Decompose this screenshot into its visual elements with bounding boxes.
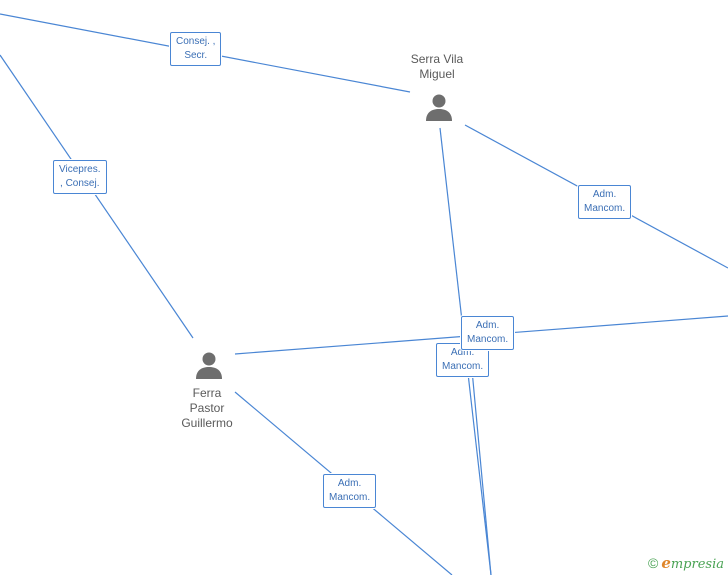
relation-label-line: Consej. , — [176, 36, 216, 47]
relation-label-line: Mancom. — [584, 203, 626, 214]
relation-label-adm-mancom[interactable]: Adm. Mancom. — [461, 316, 515, 350]
relation-label-line: Secr. — [184, 50, 208, 61]
relation-label-adm-mancom[interactable]: Adm. Mancom. — [578, 185, 632, 219]
relation-label-line: Mancom. — [467, 334, 509, 345]
person-node-serra[interactable]: Serra Vila Miguel — [382, 52, 492, 82]
person-icon[interactable] — [194, 350, 224, 380]
relation-label-line: Adm. — [450, 347, 475, 358]
logo-initial: e — [661, 554, 671, 572]
relation-label-line: Adm. — [337, 478, 362, 489]
edge-mid-to-bottom — [471, 369, 492, 575]
relation-label-line: , Consej. — [60, 178, 100, 189]
relation-label-line: Mancom. — [329, 492, 371, 503]
relation-label-line: Adm. — [592, 189, 617, 200]
relation-label-consej-secr[interactable]: Consej. , Secr. — [170, 32, 222, 66]
relation-label-line: Adm. — [475, 320, 500, 331]
person-name-line: Ferra — [192, 386, 222, 400]
person-name-line: Guillermo — [181, 416, 233, 430]
person-name-line: Pastor — [189, 401, 225, 415]
logo-rest: mpresia — [670, 557, 724, 572]
relation-label-vicepres-consej[interactable]: Vicepres. , Consej. — [53, 160, 107, 194]
relation-label-line: Vicepres. — [59, 164, 101, 175]
relation-label-adm-mancom[interactable]: Adm. Mancom. — [323, 474, 377, 508]
person-icon[interactable] — [424, 92, 454, 122]
person-node-ferra[interactable]: Ferra Pastor Guillermo — [152, 386, 262, 431]
relation-label-line: Mancom. — [442, 361, 484, 372]
person-name-line: Serra Vila — [410, 52, 464, 66]
brand-watermark: © empresia — [648, 554, 724, 572]
person-name-line: Miguel — [419, 67, 455, 81]
edge-left-to-ferra — [0, 54, 194, 339]
empresia-logo: empresia — [661, 554, 724, 572]
copyright-symbol: © — [647, 555, 659, 571]
